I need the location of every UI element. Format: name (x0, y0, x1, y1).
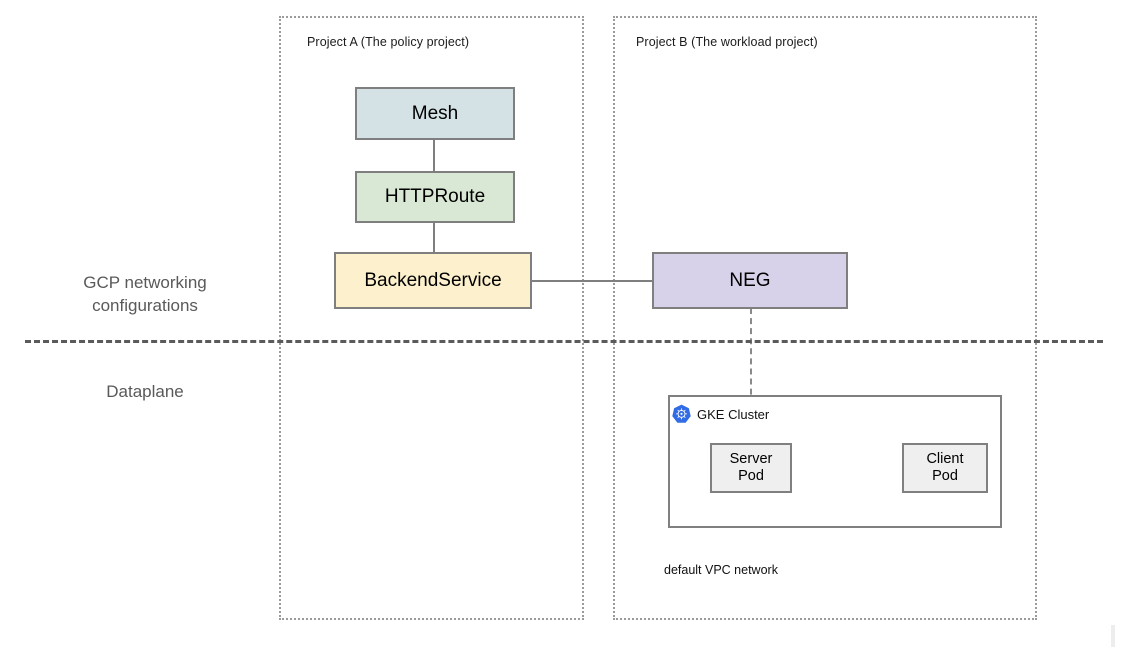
pod-server[interactable]: Server Pod (710, 443, 792, 493)
pod-client[interactable]: Client Pod (902, 443, 988, 493)
project-b-container (613, 16, 1037, 620)
vpc-network-label: default VPC network (664, 563, 778, 577)
node-mesh-label: Mesh (411, 102, 459, 124)
connector-backendservice-neg (531, 280, 653, 282)
node-backendservice[interactable]: BackendService (334, 252, 532, 309)
pod-server-label: Server Pod (729, 451, 773, 484)
project-a-label: Project A (The policy project) (307, 35, 470, 49)
node-neg-label: NEG (729, 269, 771, 291)
node-httproute[interactable]: HTTPRoute (355, 171, 515, 223)
pod-client-label: Client Pod (926, 451, 964, 484)
project-b-label: Project B (The workload project) (636, 35, 818, 49)
node-mesh[interactable]: Mesh (355, 87, 515, 140)
kubernetes-icon (671, 404, 692, 425)
node-neg[interactable]: NEG (652, 252, 848, 309)
node-backendservice-label: BackendService (364, 269, 502, 291)
project-a-container (279, 16, 584, 620)
connector-neg-serverpod (750, 308, 752, 445)
gke-cluster-label: GKE Cluster (697, 407, 770, 422)
corner-tick-mark (1111, 625, 1115, 647)
side-label-dataplane: Dataplane (106, 382, 184, 401)
side-label-networking: GCP networking configurations (83, 273, 207, 315)
connector-mesh-httproute (433, 139, 435, 173)
node-httproute-label: HTTPRoute (384, 186, 486, 208)
connector-httproute-backendservice (433, 222, 435, 254)
layer-divider (25, 340, 1103, 343)
